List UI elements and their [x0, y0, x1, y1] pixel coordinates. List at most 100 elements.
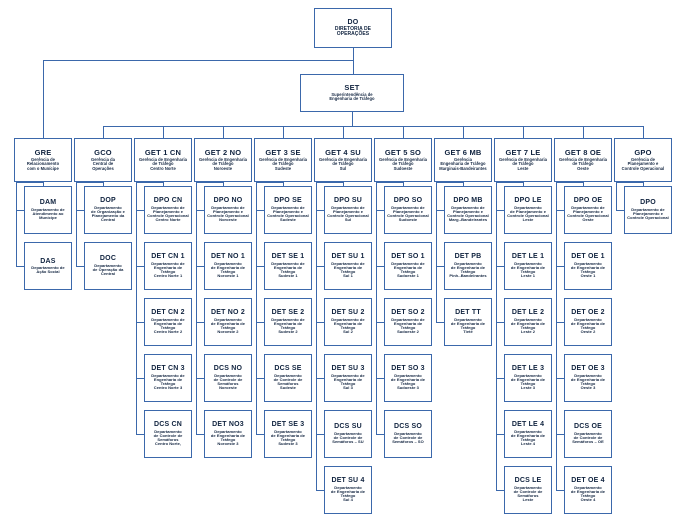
connector-spine-stub [496, 490, 504, 491]
connector-spine-stub [316, 210, 324, 211]
connector-spine-stub [436, 210, 444, 211]
connector-spine-stub [376, 322, 384, 323]
node-code: DET CN 3 [151, 365, 185, 373]
node-code: GET 5 SO [384, 148, 422, 158]
node-code: DET PB [454, 253, 482, 261]
connector-spine-stub [556, 322, 564, 323]
node-code: DAS [40, 257, 56, 265]
connector-spine-stub [136, 266, 144, 267]
node-description: Departamento de Planejamento e Controle … [507, 204, 549, 223]
node-code: SET [344, 83, 360, 93]
connector-spine-stub [316, 266, 324, 267]
node-code: DPO [640, 199, 656, 207]
connector-spine-stub [556, 378, 564, 379]
connector-spine-stub [496, 322, 504, 323]
connector-spine-stub [496, 210, 504, 211]
connector-head-elbow-v [283, 182, 284, 186]
connector-head-elbow-v [403, 182, 404, 186]
node-description: Departamento de Engenharia de Tráfego Su… [390, 372, 426, 391]
node-description: Gerência da Central de Operações [91, 156, 115, 171]
node-code: DET NO3 [212, 421, 244, 429]
node-code: DPO LE [514, 197, 542, 205]
node-description: Departamento de Engenharia de Tráfego Le… [510, 428, 546, 447]
connector-spine-stub [196, 266, 204, 267]
connector-head-elbow-h [196, 182, 223, 183]
node-description: Departamento de Engenharia de Tráfego Su… [271, 316, 305, 335]
node-description: Gerência de Engenharia de Tráfego Centro… [139, 156, 187, 171]
connector-top-bus [43, 60, 353, 61]
connector-spine-stub [136, 210, 144, 211]
connector-head-elbow-v [223, 182, 224, 186]
node-description: Gerência de Engenharia de Tráfego Leste [499, 156, 547, 171]
connector-spine-stub [136, 322, 144, 323]
node-code: DET SU 1 [331, 253, 365, 261]
node-code: DCS SE [274, 365, 302, 373]
connector-column-spine [376, 182, 377, 434]
node-code: DET SE 1 [271, 253, 305, 261]
node-description: Gerência de Relacionamento com o Munícip… [26, 156, 60, 171]
node-code: DET OE 2 [571, 309, 605, 317]
node-description: Departamento de Engenharia de Tráfego Ce… [151, 372, 185, 391]
connector-spine-stub [196, 210, 204, 211]
